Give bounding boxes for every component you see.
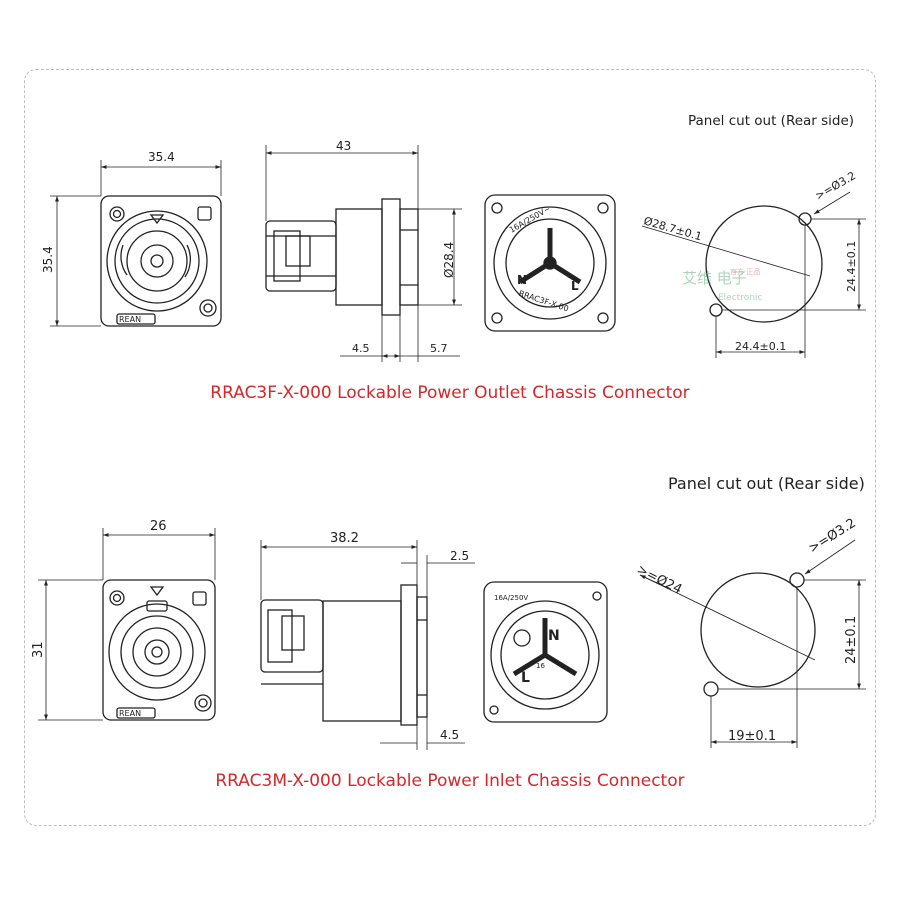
svg-text:Electronic: Electronic bbox=[718, 293, 762, 303]
top-front-logo: REAN bbox=[119, 315, 141, 324]
bottom-front-dims bbox=[38, 528, 216, 721]
top-side-right: 5.7 bbox=[430, 342, 448, 355]
top-spacing-vertical: 24.4±0.1 bbox=[845, 241, 858, 292]
top-rear-l: L bbox=[571, 279, 579, 293]
bottom-side-length: 38.2 bbox=[330, 531, 359, 546]
bottom-side-flange: 2.5 bbox=[450, 549, 469, 563]
bottom-caption: RRAC3M-X-000 Lockable Power Inlet Chassi… bbox=[215, 771, 685, 791]
bottom-panel-cutout bbox=[700, 572, 816, 697]
bottom-front-width: 26 bbox=[150, 519, 167, 534]
top-hole-diameter: Ø28.7±0.1 bbox=[642, 214, 703, 243]
top-panel-dims bbox=[641, 191, 866, 358]
bottom-spacing-horizontal: 19±0.1 bbox=[728, 729, 776, 744]
bottom-rear-l: L bbox=[521, 670, 530, 686]
top-side-length: 43 bbox=[336, 139, 351, 153]
bottom-panel-dims bbox=[639, 539, 866, 748]
top-front-width: 35.4 bbox=[148, 150, 175, 164]
top-screw-diameter: >=Ø3.2 bbox=[813, 169, 858, 203]
bottom-side-view bbox=[260, 584, 428, 726]
bottom-hole-diameter: >=Ø24 bbox=[634, 562, 684, 597]
top-rear-n: N bbox=[517, 273, 527, 287]
svg-text:官方·正品: 官方·正品 bbox=[730, 267, 760, 276]
watermark: 艾维 电子 官方·正品 Electronic bbox=[682, 267, 762, 303]
top-front-height: 35.4 bbox=[41, 246, 55, 273]
top-front-dims bbox=[50, 160, 222, 327]
drawing-frame bbox=[24, 69, 876, 826]
bottom-rear-n: N bbox=[548, 628, 560, 644]
top-side-diameter: Ø28.4 bbox=[442, 242, 456, 278]
bottom-front-logo: REAN bbox=[119, 709, 141, 718]
top-panel-label: Panel cut out (Rear side) bbox=[688, 113, 855, 129]
top-caption: RRAC3F-X-000 Lockable Power Outlet Chass… bbox=[210, 383, 690, 403]
top-spacing-horizontal: 24.4±0.1 bbox=[735, 340, 786, 353]
bottom-rear-view bbox=[483, 581, 608, 723]
bottom-side-dims bbox=[260, 540, 475, 750]
top-side-dims bbox=[265, 145, 462, 362]
bottom-spacing-vertical: 24±0.1 bbox=[844, 616, 859, 664]
svg-text:艾维 电子: 艾维 电子 bbox=[682, 269, 747, 287]
bottom-front-height: 31 bbox=[31, 641, 46, 658]
top-side-view bbox=[265, 198, 419, 316]
top-side-left: 4.5 bbox=[352, 342, 370, 355]
top-rear-view bbox=[484, 194, 616, 332]
bottom-screw-diameter: >=Ø3.2 bbox=[806, 516, 859, 557]
top-rear-model: RRAC3F-X-00 bbox=[517, 289, 569, 314]
bottom-side-bottom: 4.5 bbox=[440, 728, 459, 742]
bottom-rear-num: 16 bbox=[536, 662, 545, 670]
bottom-panel-label: Panel cut out (Rear side) bbox=[668, 474, 865, 493]
top-front-view bbox=[100, 195, 222, 327]
bottom-front-view bbox=[102, 579, 216, 721]
bottom-rear-rating: 16A/250V bbox=[494, 594, 528, 602]
